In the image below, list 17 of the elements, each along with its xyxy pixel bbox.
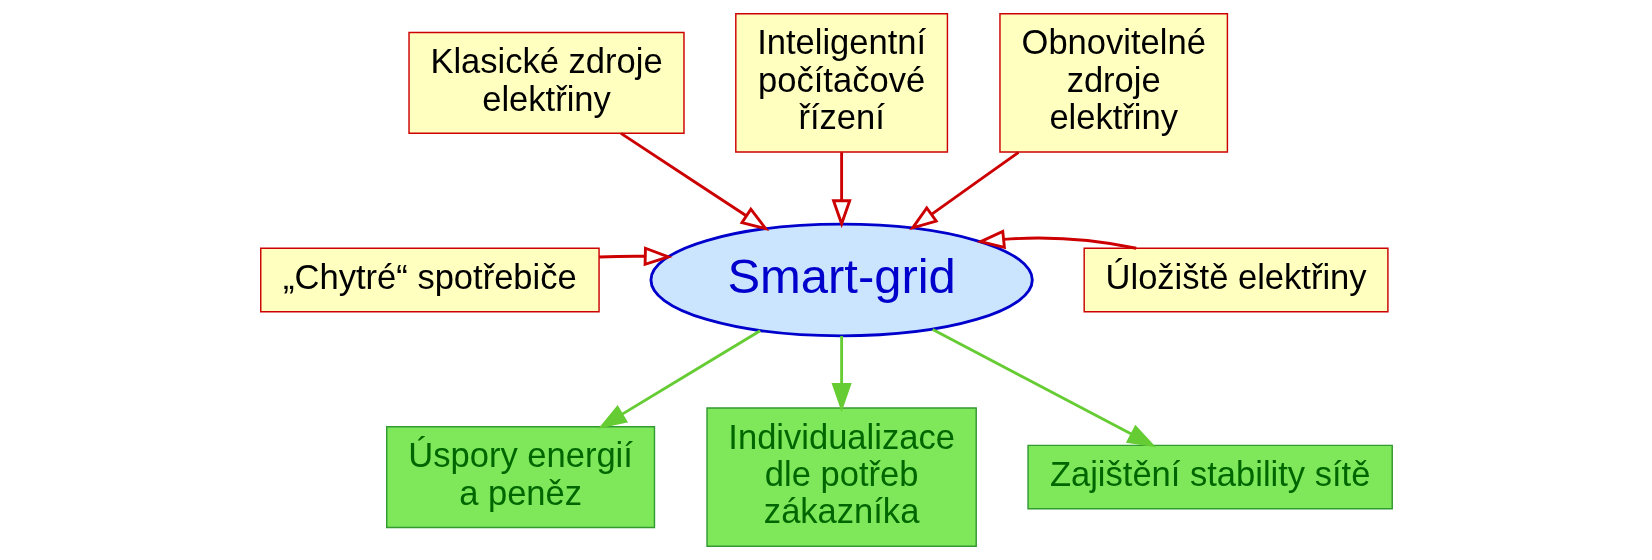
node-box: Individualizace dle potřeb zákazníka [705,407,977,547]
arrow [975,229,1137,250]
arrow [597,329,761,429]
node-box: Inteligentní počítačové řízení [734,13,948,153]
arrow [831,336,852,412]
node-ellipse: Smart-grid [649,222,1034,338]
arrow [908,151,1019,231]
node-box: Úspory energií a peněz [385,425,655,529]
arrow [619,132,769,231]
node-box: „Chytré“ spotřebiče [259,247,600,313]
node-box: Úložiště elektřiny [1082,247,1389,313]
node-box: Obnovitelné zdroje elektřiny [998,13,1228,153]
arrow [831,152,852,229]
arrow [931,328,1156,448]
arrow [598,246,673,267]
node-box: Klasické zdroje elektřiny [407,31,685,135]
node-box: Zajištění stability sítě [1026,444,1393,510]
